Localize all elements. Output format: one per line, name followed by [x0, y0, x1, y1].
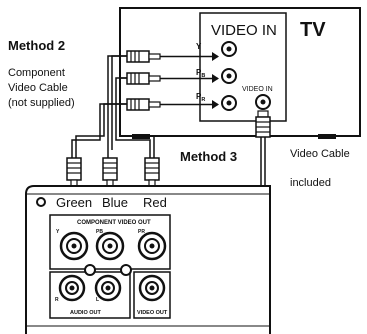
- tv-jack-y-label: Y: [196, 42, 202, 51]
- device-jack-pr-label: PR: [138, 229, 145, 235]
- component-cable: [71, 55, 155, 160]
- tv-jack-pb-center: [226, 73, 232, 79]
- tv-jack-pr-center: [226, 100, 232, 106]
- composite-plug-tip-tv: [257, 110, 269, 118]
- component-plugs-tv-end: [126, 50, 219, 111]
- audio-out-label: AUDIO OUT: [70, 310, 102, 316]
- device-jack-pb-label: PB: [96, 229, 103, 235]
- device-small-jack-2: [120, 264, 132, 276]
- device-audio-r-jack: [58, 274, 86, 302]
- tv-video-in-small-label: VIDEO IN: [242, 86, 273, 93]
- plug-label-blue: Blue: [102, 195, 128, 210]
- device-audio-l-label: L: [96, 297, 99, 303]
- device-jack-y: [59, 231, 89, 261]
- component-wire-y-2: [111, 55, 127, 150]
- tv-video-in-title: VIDEO IN: [211, 22, 277, 39]
- method3-title: Method 3: [180, 149, 237, 164]
- method2-desc-line3: (not supplied): [8, 97, 75, 109]
- device-video-out-jack: [138, 274, 166, 302]
- player-indicator-ring: [36, 197, 46, 207]
- tv-unit: TV VIDEO IN Y PB PR VIDEO IN: [119, 7, 361, 139]
- plug-label-green: Green: [56, 195, 92, 210]
- player-unit: Green Blue Red COMPONENT VIDEO OUT Y PB …: [25, 185, 271, 334]
- tv-foot-right: [318, 134, 336, 139]
- method2-desc-line2: Video Cable: [8, 82, 68, 94]
- tv-composite-jack-center: [260, 99, 266, 105]
- video-out-label: VIDEO OUT: [137, 310, 168, 316]
- plug-y-tv: [126, 50, 219, 63]
- component-wire-pr-2: [75, 103, 127, 160]
- tv-label: TV: [300, 19, 326, 41]
- device-audio-r-label: R: [55, 297, 59, 303]
- plug-label-red: Red: [143, 195, 167, 210]
- method2-desc-line1: Component: [8, 67, 65, 79]
- tv-jack-pb-label: PB: [196, 68, 205, 79]
- device-jack-pb: [95, 231, 125, 261]
- device-jack-y-label: Y: [56, 229, 60, 235]
- tv-jack-y-center: [226, 46, 232, 52]
- component-wire-pb-2: [119, 77, 155, 160]
- device-audio-l-jack: [94, 274, 122, 302]
- method2-title: Method 2: [8, 38, 65, 53]
- method3-cable-line2: included: [290, 177, 331, 189]
- method3-cable-line1: Video Cable: [290, 148, 350, 160]
- tv-jack-pr-label: PR: [196, 92, 205, 103]
- component-wire-pr: [71, 103, 127, 160]
- device-small-jack-1: [84, 264, 96, 276]
- device-jack-pr: [137, 231, 167, 261]
- plug-pb-tv: [126, 72, 219, 85]
- component-out-label: COMPONENT VIDEO OUT: [77, 220, 151, 226]
- plug-pr-tv: [126, 98, 219, 111]
